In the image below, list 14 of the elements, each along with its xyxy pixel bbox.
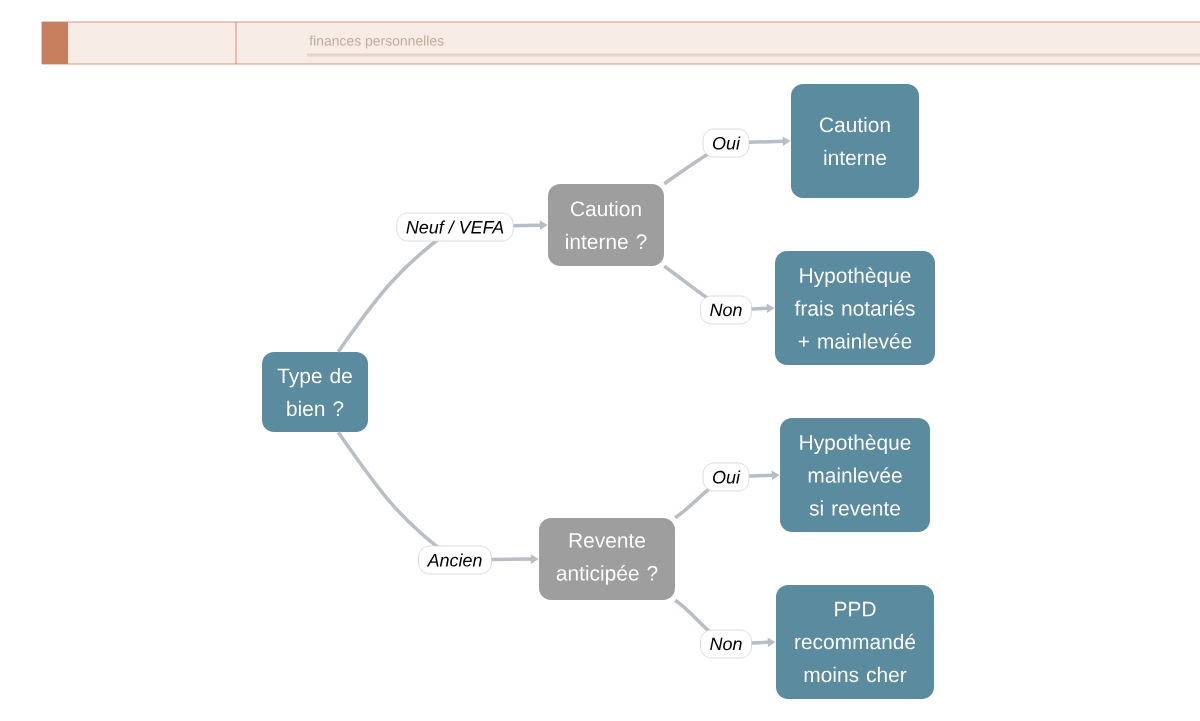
decision-box: Revente anticipée ? — [539, 518, 675, 600]
header-subtitle: finances personnelles — [309, 35, 444, 49]
edge-label: Ancien — [418, 545, 492, 575]
decision-box: Caution interne ? — [548, 184, 664, 266]
result-box: PPD recommandé moins cher — [776, 585, 934, 699]
result-box: Hypothèque frais notariés + mainlevée — [775, 251, 935, 365]
result-box: Caution interne — [791, 84, 919, 198]
result-box: Hypothèque mainlevée si revente — [780, 418, 930, 532]
edge-label: Oui — [702, 128, 750, 158]
edge-label: Non — [700, 295, 752, 325]
edge-label: Oui — [702, 462, 750, 492]
edge-label: Neuf / VEFA — [396, 212, 514, 242]
decision-box: Type de bien ? — [262, 352, 368, 432]
edge-label: Non — [700, 629, 752, 659]
